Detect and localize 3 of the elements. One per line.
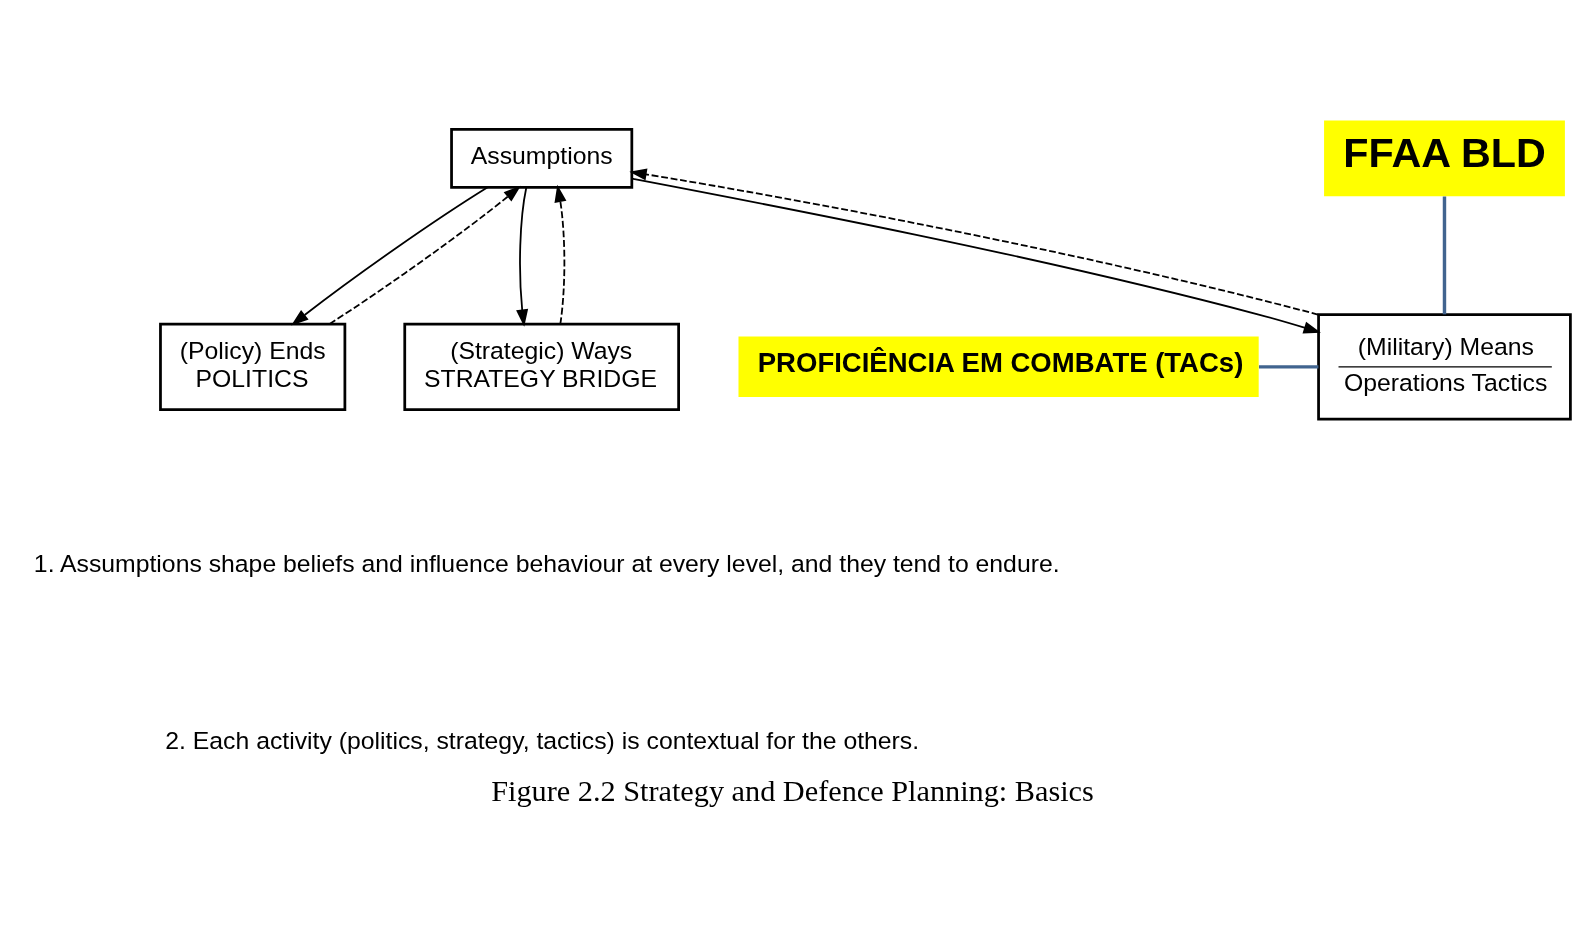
caption: Figure 2.2 Strategy and Defence Planning: Basics [491, 774, 1094, 809]
label: 1. Assumptions shape beliefs and influence behaviour at every level, and they tend to endure. [33, 550, 1060, 578]
label: 2. Each activity (politics, strategy, tactics) is contextual for the others. [165, 726, 920, 754]
